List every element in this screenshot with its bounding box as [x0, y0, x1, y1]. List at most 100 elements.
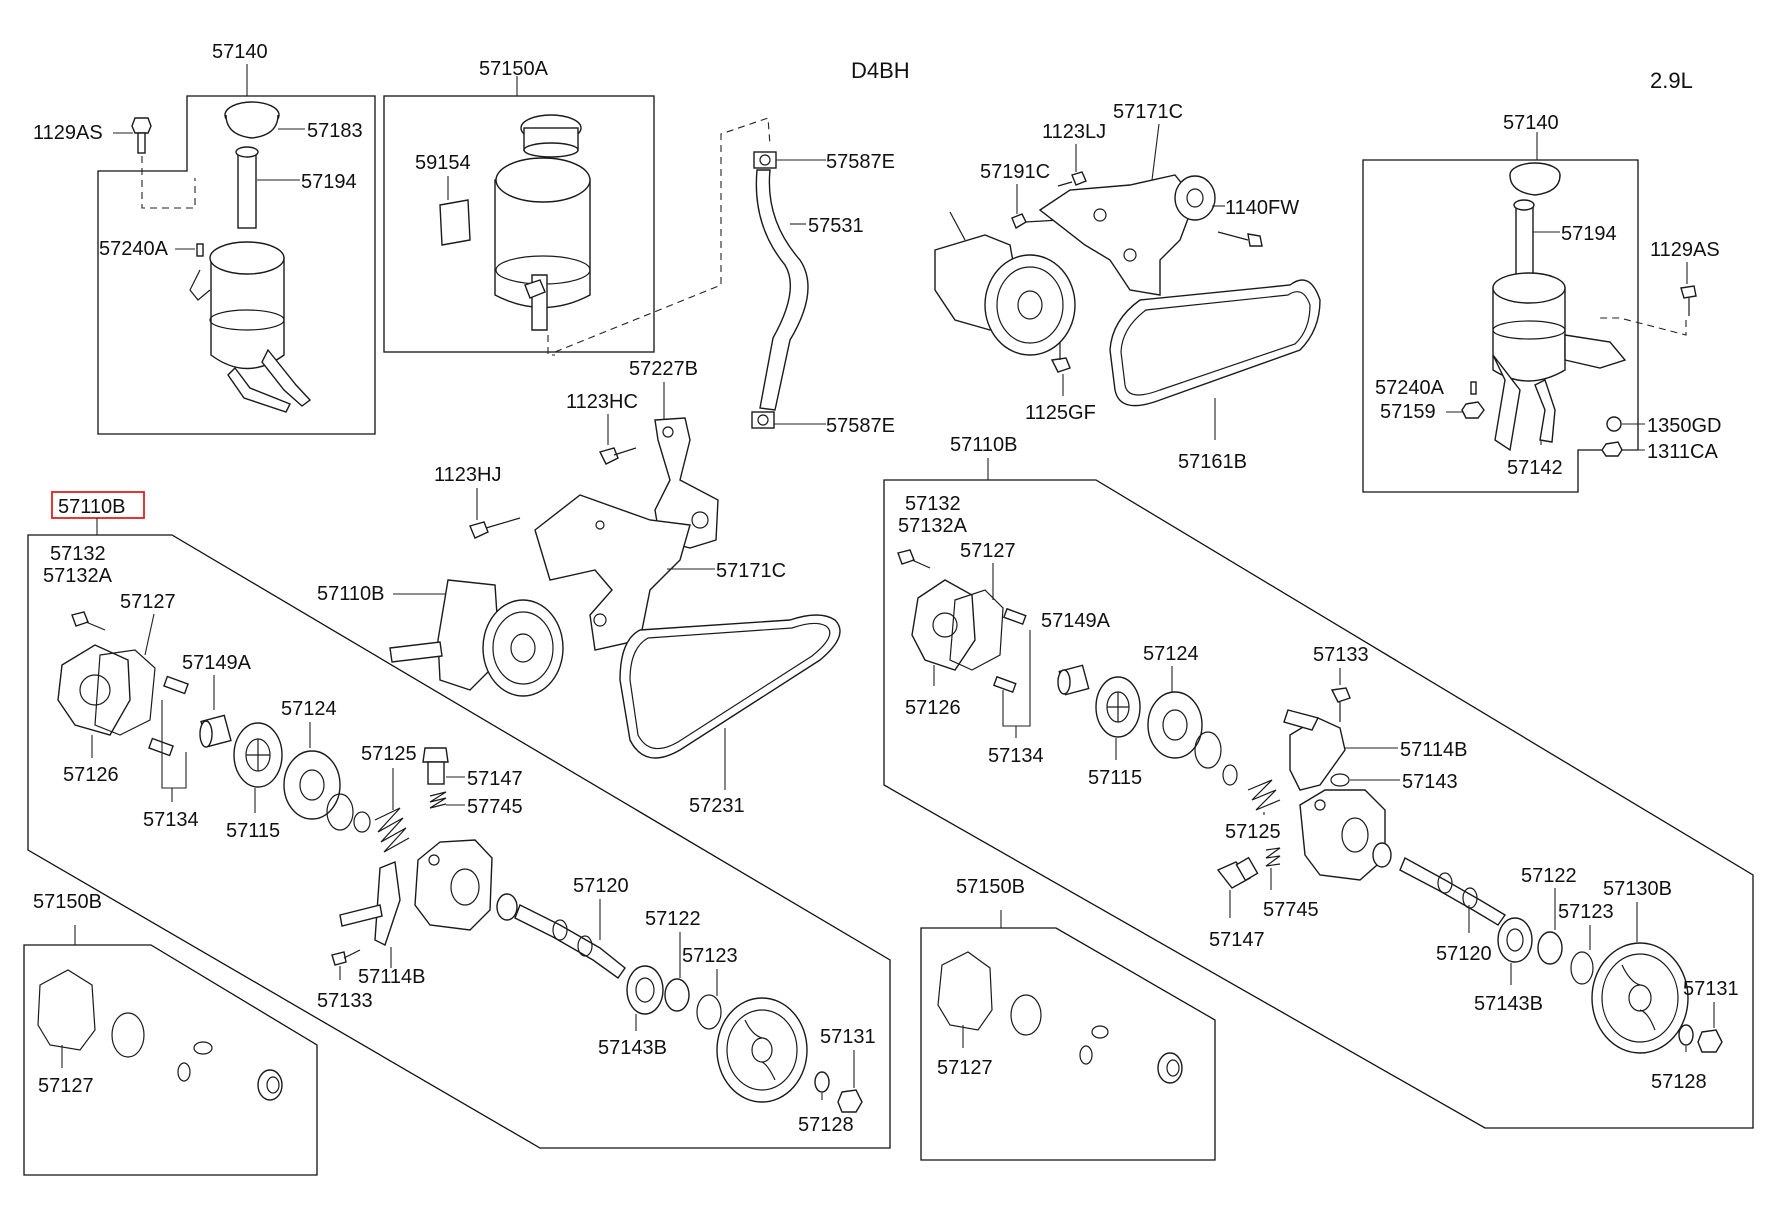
label-57240A-left[interactable]: 57240A: [99, 238, 169, 260]
label-1129AS-left[interactable]: 1129AS: [33, 122, 103, 144]
label-57123-left[interactable]: 57123: [682, 945, 738, 967]
cam-ring-124-right-icon: [1147, 691, 1203, 759]
label-57143[interactable]: 57143: [1402, 771, 1458, 793]
label-57194-left[interactable]: 57194: [301, 171, 357, 193]
label-57132-right[interactable]: 57132: [905, 493, 961, 515]
washer-128-right-icon: [1678, 1024, 1694, 1046]
label-57147-left[interactable]: 57147: [467, 768, 523, 790]
label-57127-kit-left[interactable]: 57127: [38, 1075, 94, 1097]
label-57587E-bottom[interactable]: 57587E: [826, 415, 895, 437]
label-57745-right[interactable]: 57745: [1263, 899, 1319, 921]
label-57115-left[interactable]: 57115: [226, 820, 280, 842]
label-57745-left[interactable]: 57745: [467, 796, 523, 818]
label-57128-right[interactable]: 57128: [1651, 1071, 1707, 1093]
shaft-120-icon: [514, 904, 626, 979]
label-57150A[interactable]: 57150A: [479, 58, 549, 80]
label-1123HJ[interactable]: 1123HJ: [434, 464, 501, 486]
label-1129AS-right[interactable]: 1129AS: [1650, 239, 1720, 261]
label-57150B-left[interactable]: 57150B: [33, 891, 102, 913]
label-57123-right[interactable]: 57123: [1558, 901, 1614, 923]
valve-147-right-icon: [1216, 856, 1259, 889]
gasket-kit-left-icon: [37, 969, 96, 1051]
label-57131-left[interactable]: 57131: [820, 1026, 876, 1048]
label-57110B-right[interactable]: 57110B: [950, 434, 1017, 456]
washer-128-left-icon: [814, 1071, 830, 1093]
label-57120-left[interactable]: 57120: [573, 875, 629, 897]
spring-125-icon: [374, 807, 410, 853]
label-57132A-right[interactable]: 57132A: [898, 515, 968, 537]
selected-part-highlight[interactable]: [51, 491, 145, 519]
label-57142[interactable]: 57142: [1507, 457, 1563, 479]
right-bracket-icon: [1038, 174, 1196, 296]
label-57127-kit-right[interactable]: 57127: [937, 1057, 993, 1079]
label-57227B[interactable]: 57227B: [629, 358, 698, 380]
oring-small-left-icon: [353, 811, 371, 833]
label-57191C[interactable]: 57191C: [980, 161, 1050, 183]
label-57133-left[interactable]: 57133: [317, 990, 373, 1012]
label-57126-right[interactable]: 57126: [905, 697, 961, 719]
label-57149A-right[interactable]: 57149A: [1041, 610, 1111, 632]
nut-131-right-icon: [1697, 1029, 1723, 1053]
label-57132A-left[interactable]: 57132A: [43, 565, 113, 587]
label-57114B-right[interactable]: 57114B: [1400, 739, 1467, 761]
label-57171C-center[interactable]: 57171C: [716, 560, 786, 582]
label-57134-right[interactable]: 57134: [988, 745, 1044, 767]
label-57150B-right[interactable]: 57150B: [956, 876, 1025, 898]
label-57587E-top[interactable]: 57587E: [826, 151, 895, 173]
label-57127-left[interactable]: 57127: [120, 591, 176, 613]
label-57143B-right[interactable]: 57143B: [1474, 993, 1543, 1015]
label-57125-left[interactable]: 57125: [361, 743, 417, 765]
label-1123LJ[interactable]: 1123LJ: [1042, 121, 1106, 143]
label-57110B-center[interactable]: 57110B: [317, 583, 384, 605]
label-57231[interactable]: 57231: [689, 795, 745, 817]
pin-upper-right-icon: [1002, 607, 1027, 626]
nut-gd-icon: [1606, 416, 1622, 432]
label-57171C-right[interactable]: 57171C: [1113, 101, 1183, 123]
spring-125-right-icon: [1247, 779, 1281, 811]
engine-code: D4BH: [851, 58, 910, 83]
label-57240A-right[interactable]: 57240A: [1375, 377, 1445, 399]
label-59154[interactable]: 59154: [415, 152, 471, 174]
connector-114b-right-icon: [1283, 709, 1346, 791]
label-57124-left[interactable]: 57124: [281, 698, 337, 720]
connector-114b-icon: [339, 861, 401, 946]
label-1350GD[interactable]: 1350GD: [1647, 415, 1722, 437]
label-57194-right[interactable]: 57194: [1561, 223, 1617, 245]
bolt-hc-icon: [598, 447, 637, 465]
label-57122-right[interactable]: 57122: [1521, 865, 1577, 887]
label-1123HC[interactable]: 1123HC: [566, 391, 638, 413]
label-57149A-left[interactable]: 57149A: [182, 652, 252, 674]
seal-right-icon: [1372, 842, 1392, 868]
label-57131-right[interactable]: 57131: [1683, 978, 1739, 1000]
label-57127-right[interactable]: 57127: [960, 540, 1016, 562]
label-1125GF[interactable]: 1125GF: [1025, 402, 1096, 424]
label-57147-right[interactable]: 57147: [1209, 929, 1265, 951]
label-57159[interactable]: 57159: [1380, 401, 1436, 423]
filter-reservoir-group: 57150A 59154: [383, 58, 655, 356]
label-57143B-left[interactable]: 57143B: [598, 1037, 667, 1059]
label-57183[interactable]: 57183: [307, 120, 363, 142]
label-57114B-left[interactable]: 57114B: [358, 966, 425, 988]
label-57115-right[interactable]: 57115: [1088, 767, 1142, 789]
label-1140FW[interactable]: 1140FW: [1225, 197, 1299, 219]
label-57124-right[interactable]: 57124: [1143, 643, 1199, 665]
label-57128-left[interactable]: 57128: [798, 1114, 854, 1136]
displacement: 2.9L: [1650, 68, 1693, 93]
label-57531[interactable]: 57531: [808, 215, 864, 237]
nut-131-left-icon: [837, 1089, 863, 1113]
label-57120-right[interactable]: 57120: [1436, 943, 1492, 965]
label-57161B[interactable]: 57161B: [1178, 451, 1247, 473]
center-pump-icon: [389, 579, 564, 697]
label-57140-right[interactable]: 57140: [1503, 112, 1559, 134]
label-57134-left[interactable]: 57134: [143, 809, 199, 831]
label-57132-left[interactable]: 57132: [50, 543, 106, 565]
label-57133-right[interactable]: 57133: [1313, 644, 1369, 666]
label-57126-left[interactable]: 57126: [63, 764, 119, 786]
clamp-bottom-icon: [751, 411, 775, 429]
label-1311CA[interactable]: 1311CA: [1647, 441, 1718, 463]
label-57130B[interactable]: 57130B: [1603, 878, 1672, 900]
label-57125-right[interactable]: 57125: [1225, 821, 1281, 843]
label-57122-left[interactable]: 57122: [645, 908, 701, 930]
label-57110B-left[interactable]: 57110B: [58, 496, 125, 518]
label-57140-left[interactable]: 57140: [212, 41, 268, 63]
